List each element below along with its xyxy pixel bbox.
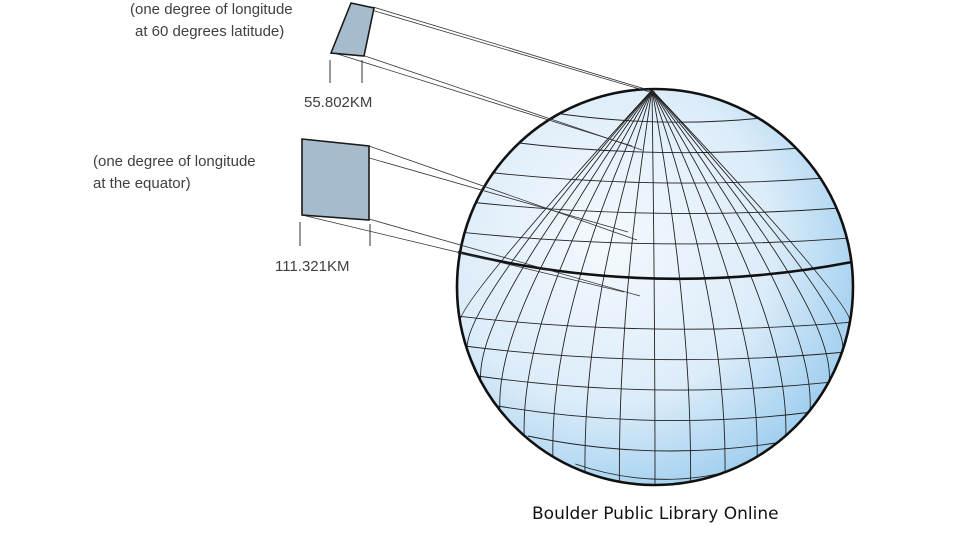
parallel-line <box>463 345 847 361</box>
parallel-line <box>527 435 783 452</box>
globe-outline <box>455 87 855 487</box>
equator-connector-lines <box>301 138 641 297</box>
parallel-line <box>469 201 841 214</box>
parallel-line <box>547 111 763 123</box>
parallel-line <box>457 315 853 330</box>
meridian-line <box>651 89 726 473</box>
lat60-degree-patch <box>329 2 375 57</box>
parallel-line <box>477 375 833 391</box>
meridian-line <box>651 89 758 457</box>
graticule <box>457 89 853 485</box>
meridian-line <box>584 89 653 473</box>
meridian-line <box>552 89 653 457</box>
caption: Boulder Public Library Online <box>532 504 779 524</box>
lat60-distance-label: 55.802KM <box>304 94 372 111</box>
meridian-line <box>618 89 653 482</box>
globe <box>457 89 853 485</box>
meridian-line <box>459 89 653 323</box>
meridian-line <box>651 89 656 485</box>
meridian-line <box>651 89 787 436</box>
equator-distance-label: 111.321KM <box>275 258 350 275</box>
meridian-line <box>499 89 653 411</box>
meridian-line <box>523 89 653 436</box>
meridian-line <box>651 89 844 351</box>
parallel-line <box>497 405 813 421</box>
meridian-line <box>651 89 851 323</box>
parallel-line <box>459 231 851 245</box>
equator-label-line2: at the equator) <box>93 175 191 192</box>
equator-degree-patch <box>301 138 370 221</box>
parallel-line <box>509 141 801 154</box>
parallel-line <box>485 171 825 184</box>
lat60-label-line2: at 60 degrees latitude) <box>135 23 284 40</box>
lat60-label-line1: (one degree of longitude <box>130 1 293 18</box>
equator-line <box>457 250 853 281</box>
meridian-line <box>480 89 653 381</box>
equator-label-line1: (one degree of longitude <box>93 153 256 170</box>
meridian-line <box>651 89 811 411</box>
meridian-line <box>651 89 692 482</box>
lat60-connector-lines <box>330 3 656 151</box>
